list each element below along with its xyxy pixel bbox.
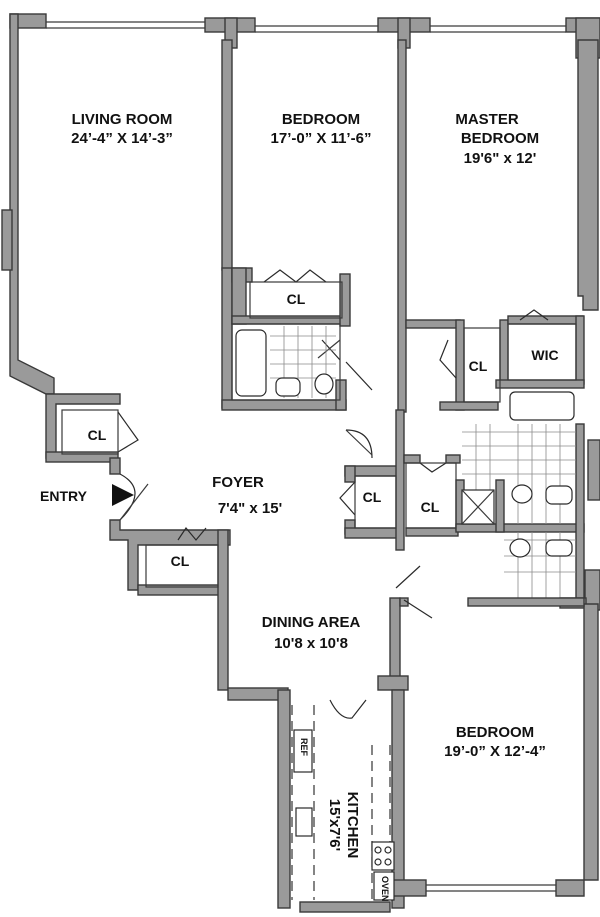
kitchen-fixtures xyxy=(291,705,395,901)
dining-area-dims: 10'8 x 10'8 xyxy=(274,635,348,652)
room-labels: LIVING ROOM 24’-4” X 14’-3” BEDROOM 17’-… xyxy=(71,111,546,858)
bedroom-1-name: BEDROOM xyxy=(282,111,360,128)
living-room-name: LIVING ROOM xyxy=(72,111,173,128)
master-bedroom-dims: 19'6" x 12' xyxy=(464,150,537,167)
closet-label: CL xyxy=(363,489,382,505)
refrigerator-label: REF xyxy=(299,738,309,757)
foyer-name: FOYER xyxy=(212,474,264,491)
kitchen-dims: 15'x7'6' xyxy=(326,799,343,851)
bathroom-master xyxy=(461,391,585,607)
walls xyxy=(1,13,600,913)
closet-label: CL xyxy=(171,553,190,569)
closets xyxy=(61,281,577,588)
doors xyxy=(117,269,549,719)
foyer-dims: 7'4" x 15' xyxy=(218,500,282,517)
entry-label: ENTRY xyxy=(40,488,88,504)
closet-label: CL xyxy=(469,358,488,374)
entry-arrow-icon xyxy=(112,484,134,506)
bedroom-2-dims: 19’-0” X 12’-4” xyxy=(444,743,546,760)
master-bedroom-name-line1: MASTER xyxy=(455,111,519,128)
bedroom-1-dims: 17’-0” X 11’-6” xyxy=(271,130,372,147)
walk-in-closet-label: WIC xyxy=(531,347,558,363)
closet-label: CL xyxy=(88,427,107,443)
closet-labels: CL CL CL CL CL CL WIC xyxy=(88,291,559,569)
living-room-dims: 24’-4” X 14’-3” xyxy=(71,130,173,147)
closet-label: CL xyxy=(287,291,306,307)
bedroom-2-name: BEDROOM xyxy=(456,724,534,741)
dining-area-name: DINING AREA xyxy=(262,614,361,631)
closet-label: CL xyxy=(421,499,440,515)
bathroom-bedroom-1 xyxy=(231,323,341,401)
oven-label: OVEN xyxy=(380,876,390,902)
kitchen-name: KITCHEN xyxy=(344,792,361,859)
master-bedroom-name-line2: BEDROOM xyxy=(461,130,539,147)
